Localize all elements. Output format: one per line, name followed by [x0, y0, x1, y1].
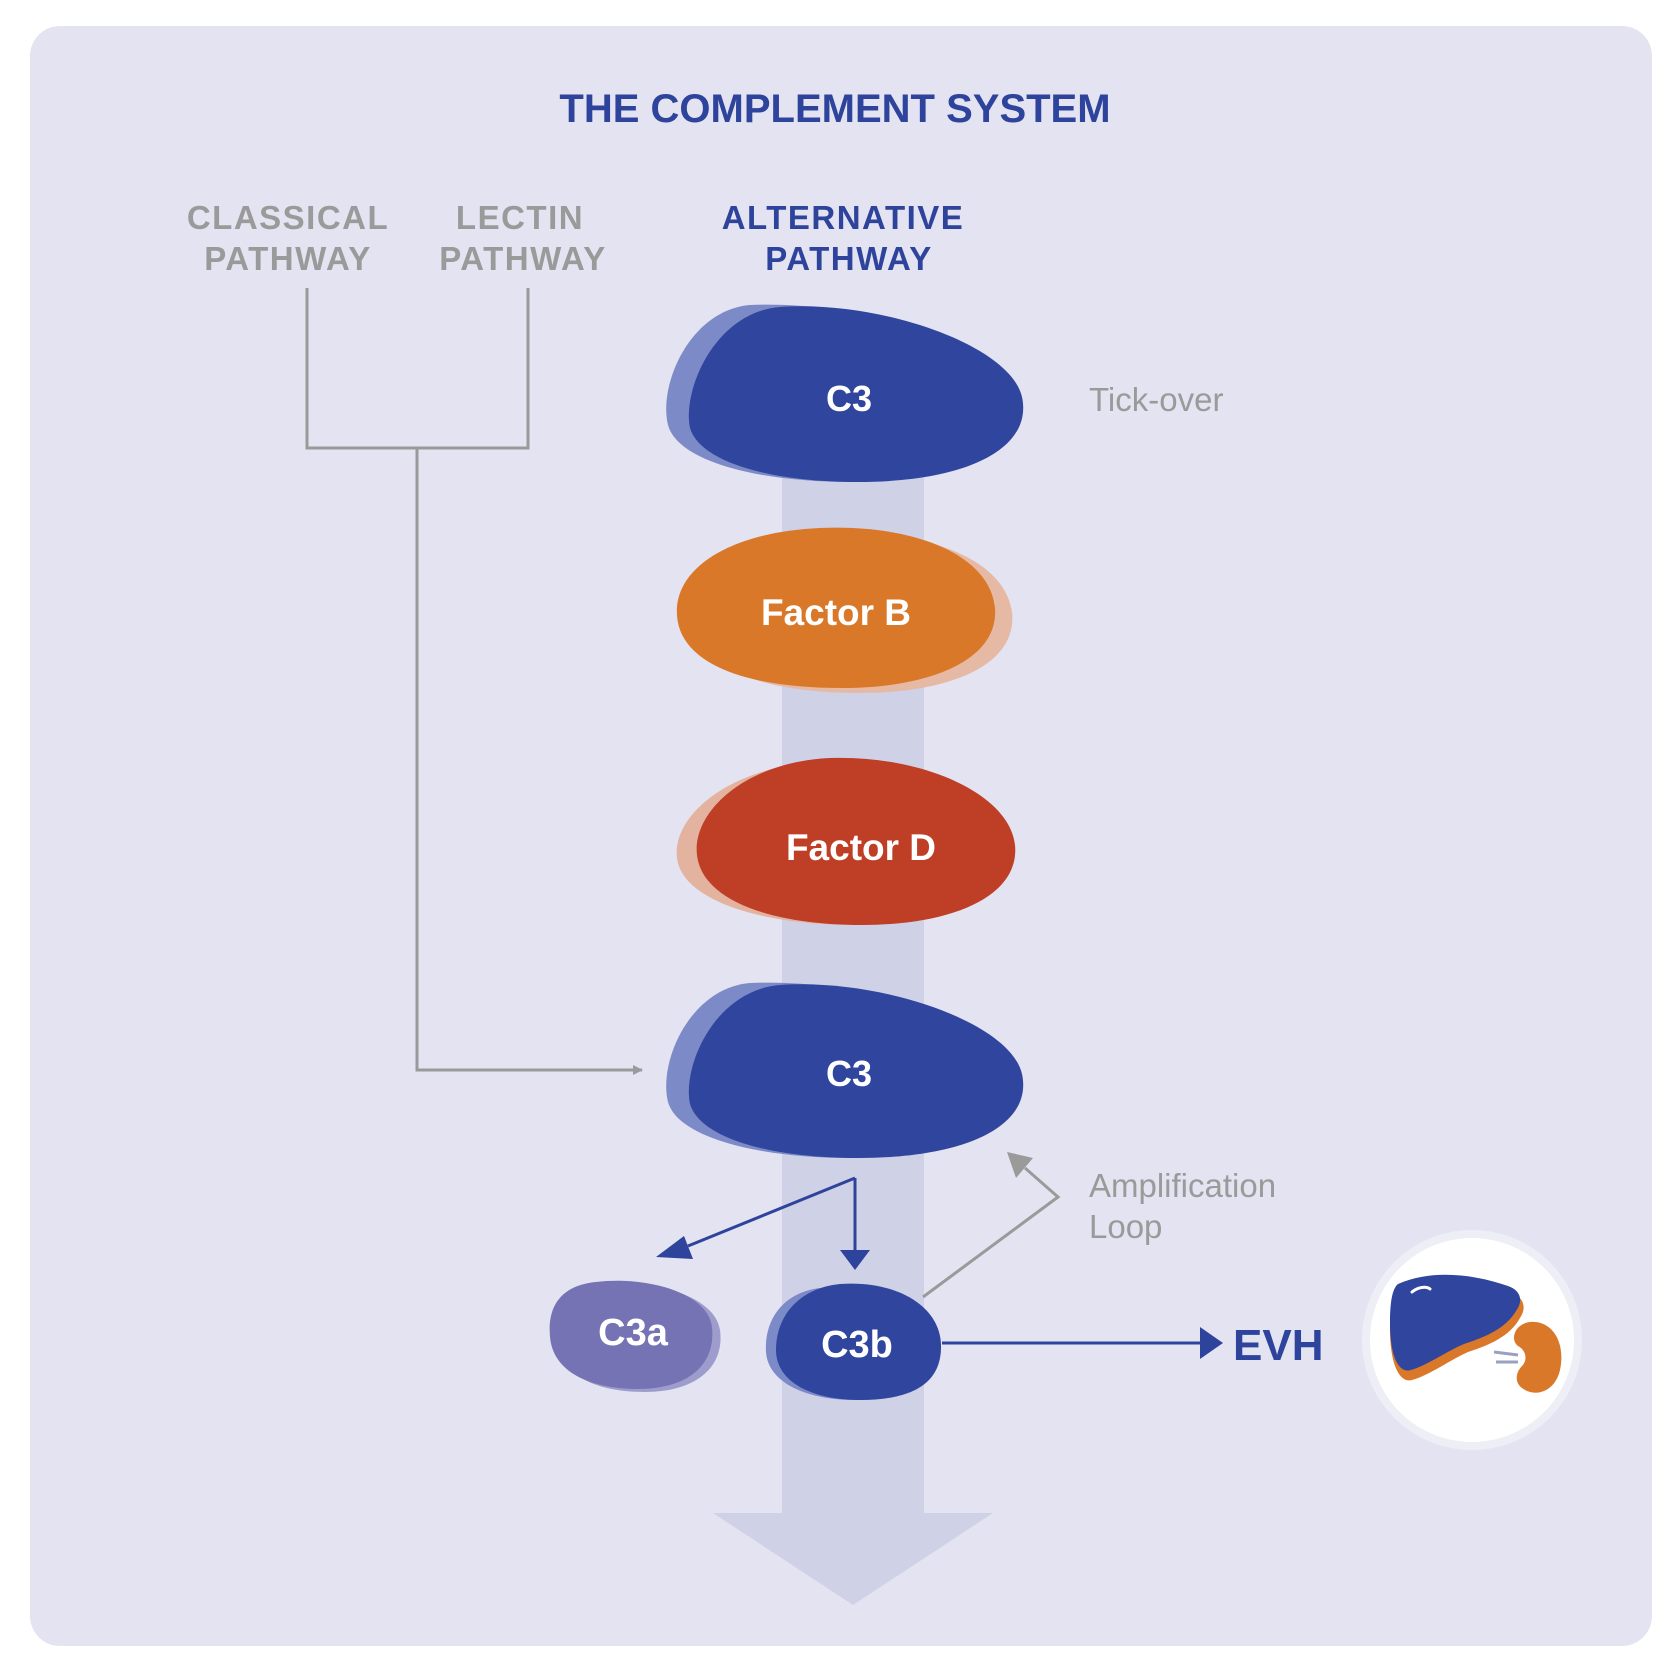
- alternative-pathway-line-1: ALTERNATIVE: [722, 199, 965, 236]
- evh-label: EVH: [1233, 1321, 1323, 1370]
- c3b-node: C3b: [765, 1283, 942, 1400]
- lectin-pathway-label: LECTIN PATHWAY: [439, 199, 607, 277]
- organ-icon-group: [1362, 1230, 1582, 1450]
- flow-arrowhead: [713, 1513, 993, 1605]
- lectin-pathway-line-2: PATHWAY: [439, 240, 607, 277]
- page-title: THE COMPLEMENT SYSTEM: [559, 87, 1110, 131]
- c3-mid-label: C3: [826, 1053, 872, 1094]
- factor-b-node: Factor B: [676, 527, 1013, 693]
- alternative-pathway-line-2: PATHWAY: [765, 240, 933, 277]
- factor-b-blob: [676, 527, 996, 688]
- factor-d-label: Factor D: [786, 827, 936, 868]
- lectin-pathway-line-1: LECTIN: [456, 199, 584, 236]
- c3-mid-blob: [688, 984, 1024, 1158]
- alternative-pathway-label: ALTERNATIVE PATHWAY: [722, 199, 965, 277]
- c3-node-top: C3: [666, 304, 1024, 482]
- c3b-to-evh-arrowhead: [1200, 1327, 1223, 1359]
- c3-top-label: C3: [826, 378, 872, 419]
- c3-to-c3a-arrow: [687, 1176, 856, 1248]
- c3-top-blob: [688, 306, 1024, 482]
- classical-pathway-line-1: CLASSICAL: [187, 199, 389, 236]
- amplification-loop-arrowhead: [1007, 1152, 1033, 1178]
- factor-d-blob: [696, 757, 1016, 925]
- c3b-blob: [776, 1283, 942, 1400]
- amplification-label-line-1: Amplification: [1089, 1167, 1276, 1204]
- factor-b-label: Factor B: [761, 592, 911, 633]
- amplification-label-line-2: Loop: [1089, 1208, 1162, 1245]
- amplification-loop-arrow: [922, 1166, 1061, 1299]
- c3b-label: C3b: [821, 1324, 893, 1366]
- c3-to-c3a-arrowhead: [656, 1236, 693, 1259]
- liver-icon: [1390, 1274, 1524, 1381]
- pathway-to-c3-arrow: [415, 448, 643, 1075]
- classical-pathway-line-2: PATHWAY: [204, 240, 372, 277]
- c3-node-mid: C3: [666, 982, 1024, 1158]
- c3a-label: C3a: [598, 1312, 669, 1354]
- c3a-blob: [549, 1280, 713, 1389]
- kidney-icon: [1493, 1321, 1562, 1393]
- c3-to-c3b-arrowhead: [840, 1250, 870, 1270]
- classical-pathway-label: CLASSICAL PATHWAY: [187, 199, 389, 277]
- tick-over-label: Tick-over: [1089, 381, 1223, 418]
- c3a-node: C3a: [549, 1280, 721, 1392]
- factor-d-node: Factor D: [676, 757, 1016, 925]
